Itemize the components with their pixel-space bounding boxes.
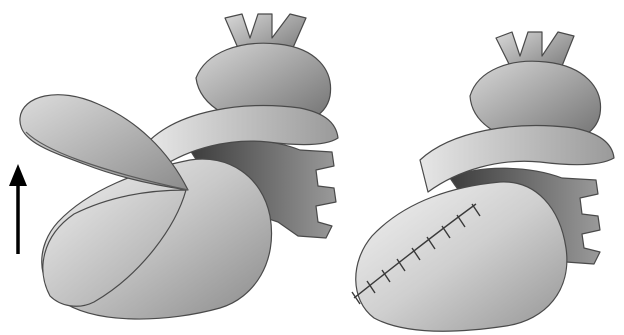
right-ventricle: [356, 182, 567, 331]
up-arrow: [9, 164, 27, 254]
left-heart: [20, 14, 338, 319]
right-heart: [352, 32, 614, 331]
